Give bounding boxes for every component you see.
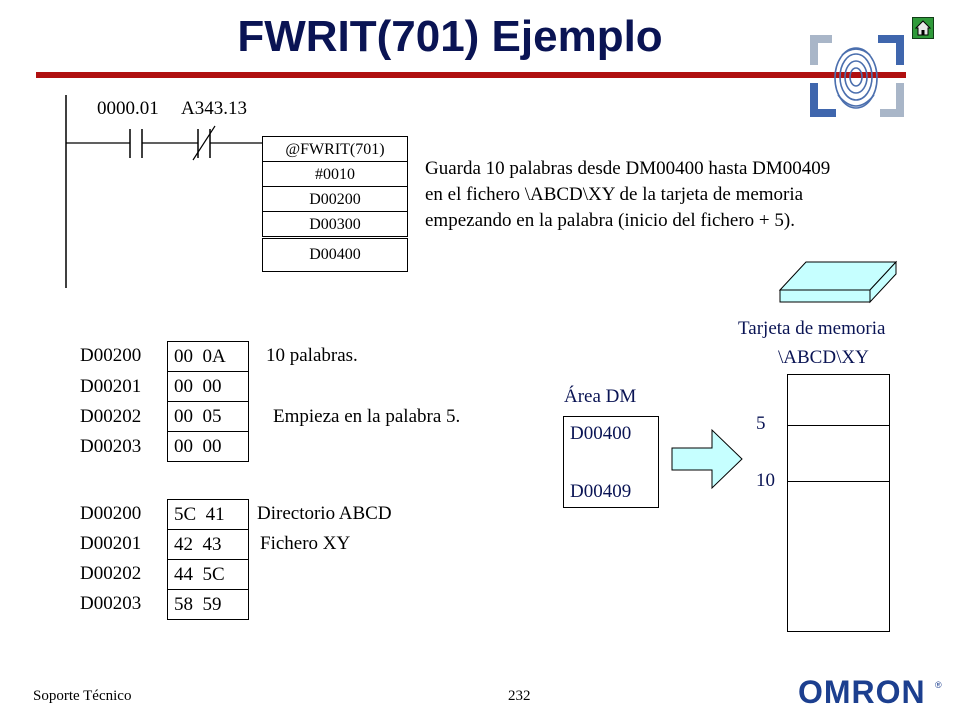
address-label: D00202 xyxy=(80,406,142,427)
address-label: D00202 xyxy=(80,563,142,584)
address-label: D00201 xyxy=(80,533,142,554)
file-path-label: \ABCD\XY xyxy=(778,347,869,368)
contact-2-negation xyxy=(192,125,216,161)
dm-area-label: Área DM xyxy=(564,386,637,407)
home-button[interactable] xyxy=(912,17,934,39)
brand-logo: OMRON xyxy=(798,674,926,710)
word-value: 44 5C xyxy=(167,559,249,590)
fingerprint-logo xyxy=(810,35,904,117)
contact-1-label: 0000.01 xyxy=(97,98,159,119)
card-file-block xyxy=(787,374,890,632)
annotation: Empieza en la palabra 5. xyxy=(273,406,461,427)
word-value: 00 00 xyxy=(167,431,249,462)
word-start-label: 5 xyxy=(756,413,766,434)
footer-text: Soporte Técnico xyxy=(33,688,132,704)
address-label: D00203 xyxy=(80,593,142,614)
address-label: D00200 xyxy=(80,503,142,524)
annotation: Directorio ABCD xyxy=(257,503,392,524)
word-end-label: 10 xyxy=(756,470,775,491)
file-word-start-marker xyxy=(788,425,889,426)
word-value: 00 00 xyxy=(167,371,249,402)
fingerprint-icon xyxy=(834,47,878,109)
address-label: D00203 xyxy=(80,436,142,457)
description-line: en el fichero \ABCD\XY de la tarjeta de … xyxy=(425,184,804,205)
operand-box: D00400 xyxy=(262,238,408,272)
word-value: 00 05 xyxy=(167,401,249,432)
operand-box: #0010 xyxy=(262,161,408,187)
word-value: 42 43 xyxy=(167,529,249,560)
word-value: 5C 41 xyxy=(167,499,249,530)
memory-card-front xyxy=(779,289,871,303)
address-label: D00201 xyxy=(80,376,142,397)
dm-start-address: D00400 xyxy=(570,423,632,444)
transfer-arrow xyxy=(671,428,743,490)
title-divider xyxy=(36,72,906,78)
address-label: D00200 xyxy=(80,345,142,366)
description-line: Guarda 10 palabras desde DM00400 hasta D… xyxy=(425,158,831,179)
contact-2-label: A343.13 xyxy=(181,98,247,119)
description-line: empezando en la palabra (inicio del fich… xyxy=(425,210,795,231)
operand-box: D00200 xyxy=(262,186,408,212)
page-title: FWRIT(701) Ejemplo xyxy=(237,12,663,61)
operand-box: D00300 xyxy=(262,211,408,237)
file-word-end-marker xyxy=(788,481,889,482)
word-value: 00 0A xyxy=(167,341,249,372)
dm-area-block: D00400 D00409 xyxy=(563,416,659,508)
word-value: 58 59 xyxy=(167,589,249,620)
page-number: 232 xyxy=(508,688,531,704)
annotation: Fichero XY xyxy=(260,533,351,554)
instruction-box: @FWRIT(701) xyxy=(262,136,408,162)
memory-card-label: Tarjeta de memoria xyxy=(738,318,886,339)
registered-mark: ® xyxy=(935,680,942,690)
annotation: 10 palabras. xyxy=(266,345,358,366)
home-icon xyxy=(914,20,932,36)
dm-end-address: D00409 xyxy=(570,481,632,502)
memory-card-side xyxy=(869,260,897,304)
